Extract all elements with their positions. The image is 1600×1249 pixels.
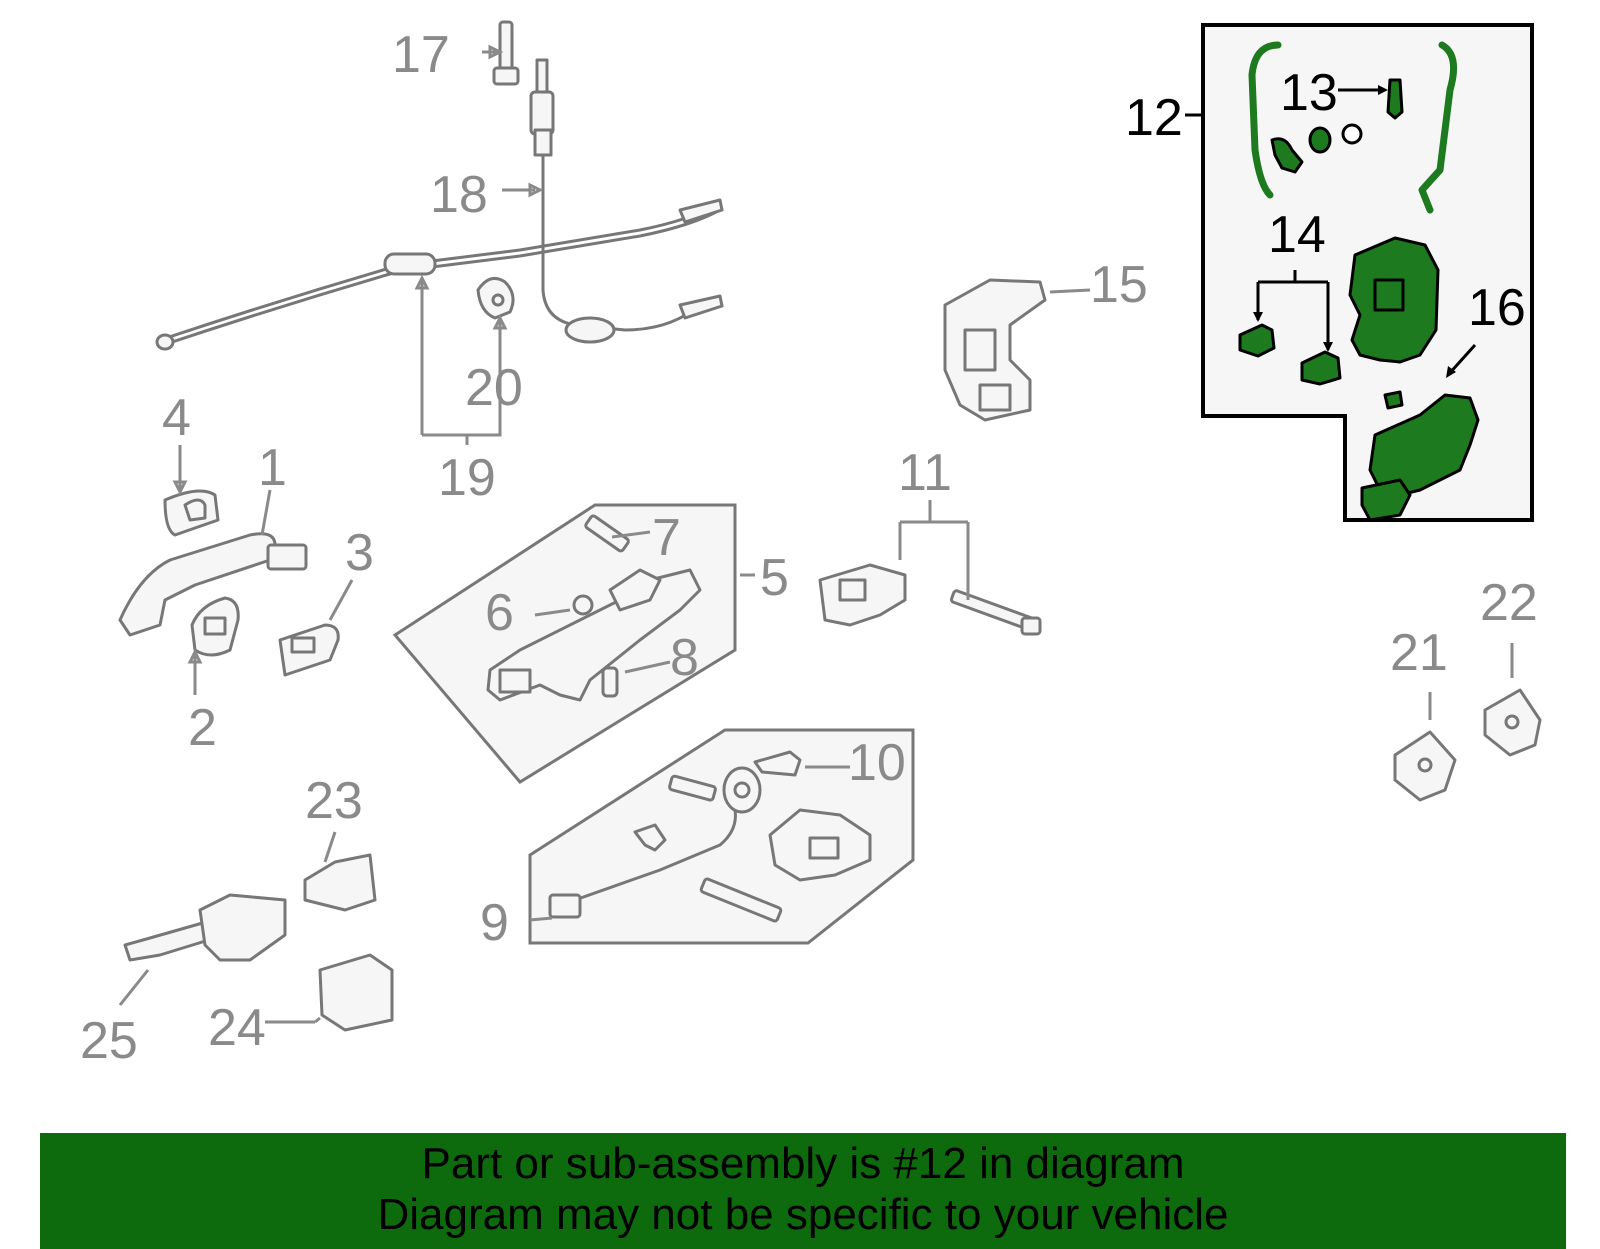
part-7-bolt[interactable]: [584, 514, 630, 553]
part-8-clip[interactable]: [601, 666, 619, 698]
callout-20[interactable]: 20: [465, 359, 523, 417]
callout-13[interactable]: 13: [1280, 64, 1338, 122]
part-1-outside-handle[interactable]: [118, 532, 308, 637]
callout-9[interactable]: 9: [480, 894, 509, 952]
part-24-hinge[interactable]: [318, 953, 394, 1032]
callout-7[interactable]: 7: [652, 509, 681, 567]
part-22-striker-plate[interactable]: [1483, 688, 1542, 757]
callout-25[interactable]: 25: [80, 1012, 138, 1070]
callout-16[interactable]: 16: [1468, 279, 1526, 337]
part-9-latch[interactable]: [768, 808, 872, 882]
part-9-bolt[interactable]: [699, 877, 783, 923]
banner-line-disclaimer: Diagram may not be specific to your vehi…: [377, 1190, 1229, 1239]
callout-14[interactable]: 14: [1268, 206, 1326, 264]
callout-21[interactable]: 21: [1390, 624, 1448, 682]
leader-lines: [118, 44, 1514, 1024]
info-banner: Part or sub-assembly is #12 in diagram D…: [40, 1133, 1566, 1249]
callout-22[interactable]: 22: [1480, 574, 1538, 632]
part-23-hinge[interactable]: [303, 853, 377, 912]
leader-lines-highlighted: [1185, 85, 1477, 378]
part-14-grommet-right[interactable]: [1300, 350, 1342, 386]
callout-19[interactable]: 19: [438, 449, 496, 507]
part-12-rods[interactable]: [1248, 41, 1458, 214]
part-19-cable-assembly[interactable]: [155, 198, 724, 351]
part-9-clip[interactable]: [633, 823, 667, 852]
part-20-clip[interactable]: [476, 276, 515, 320]
part-18-rod-cable[interactable]: [529, 58, 721, 344]
part-14-grommet-left[interactable]: [1238, 323, 1276, 358]
part-15-latch-bracket[interactable]: [943, 278, 1047, 422]
part-17-bolt[interactable]: [492, 20, 520, 86]
callout-2[interactable]: 2: [188, 699, 217, 757]
callout-10[interactable]: 10: [848, 734, 906, 792]
callout-5[interactable]: 5: [760, 549, 789, 607]
part-4-cap[interactable]: [163, 489, 220, 537]
callout-8[interactable]: 8: [670, 629, 699, 687]
part-2-handle-cover[interactable]: [190, 596, 240, 657]
callout-labels: 1 2 3 4 5 6 7 8 9 10 11 12 13 14 15 16 1…: [80, 26, 1538, 1070]
callout-24[interactable]: 24: [208, 999, 266, 1057]
callout-23[interactable]: 23: [305, 772, 363, 830]
part-21-striker[interactable]: [1393, 730, 1457, 802]
callout-1[interactable]: 1: [258, 439, 287, 497]
part-5-handle-frame[interactable]: [486, 568, 702, 702]
part-12-latch-assembly[interactable]: [1348, 236, 1440, 364]
part-13-clip[interactable]: [1386, 78, 1404, 120]
callout-12[interactable]: 12: [1125, 89, 1183, 147]
part-10-clip[interactable]: [753, 750, 802, 777]
callout-3[interactable]: 3: [345, 524, 374, 582]
part-6-screw[interactable]: [572, 594, 594, 616]
part-11-striker-bolt[interactable]: [818, 563, 1042, 636]
part-12-small-parts[interactable]: [1270, 123, 1363, 174]
part-9-key-cylinder-rod[interactable]: [548, 766, 762, 919]
callout-15[interactable]: 15: [1090, 256, 1148, 314]
banner-line-part-info: Part or sub-assembly is #12 in diagram: [421, 1139, 1185, 1188]
callout-11[interactable]: 11: [898, 444, 952, 502]
part-9-screw[interactable]: [668, 774, 717, 802]
part-3-cap[interactable]: [278, 623, 340, 677]
group-box-9: [528, 728, 915, 945]
callout-18[interactable]: 18: [430, 166, 488, 224]
callout-6[interactable]: 6: [485, 584, 514, 642]
part-25-door-checker[interactable]: [123, 893, 287, 962]
part-16-actuator[interactable]: [1360, 390, 1480, 522]
callout-17[interactable]: 17: [392, 26, 450, 84]
callout-4[interactable]: 4: [162, 389, 191, 447]
